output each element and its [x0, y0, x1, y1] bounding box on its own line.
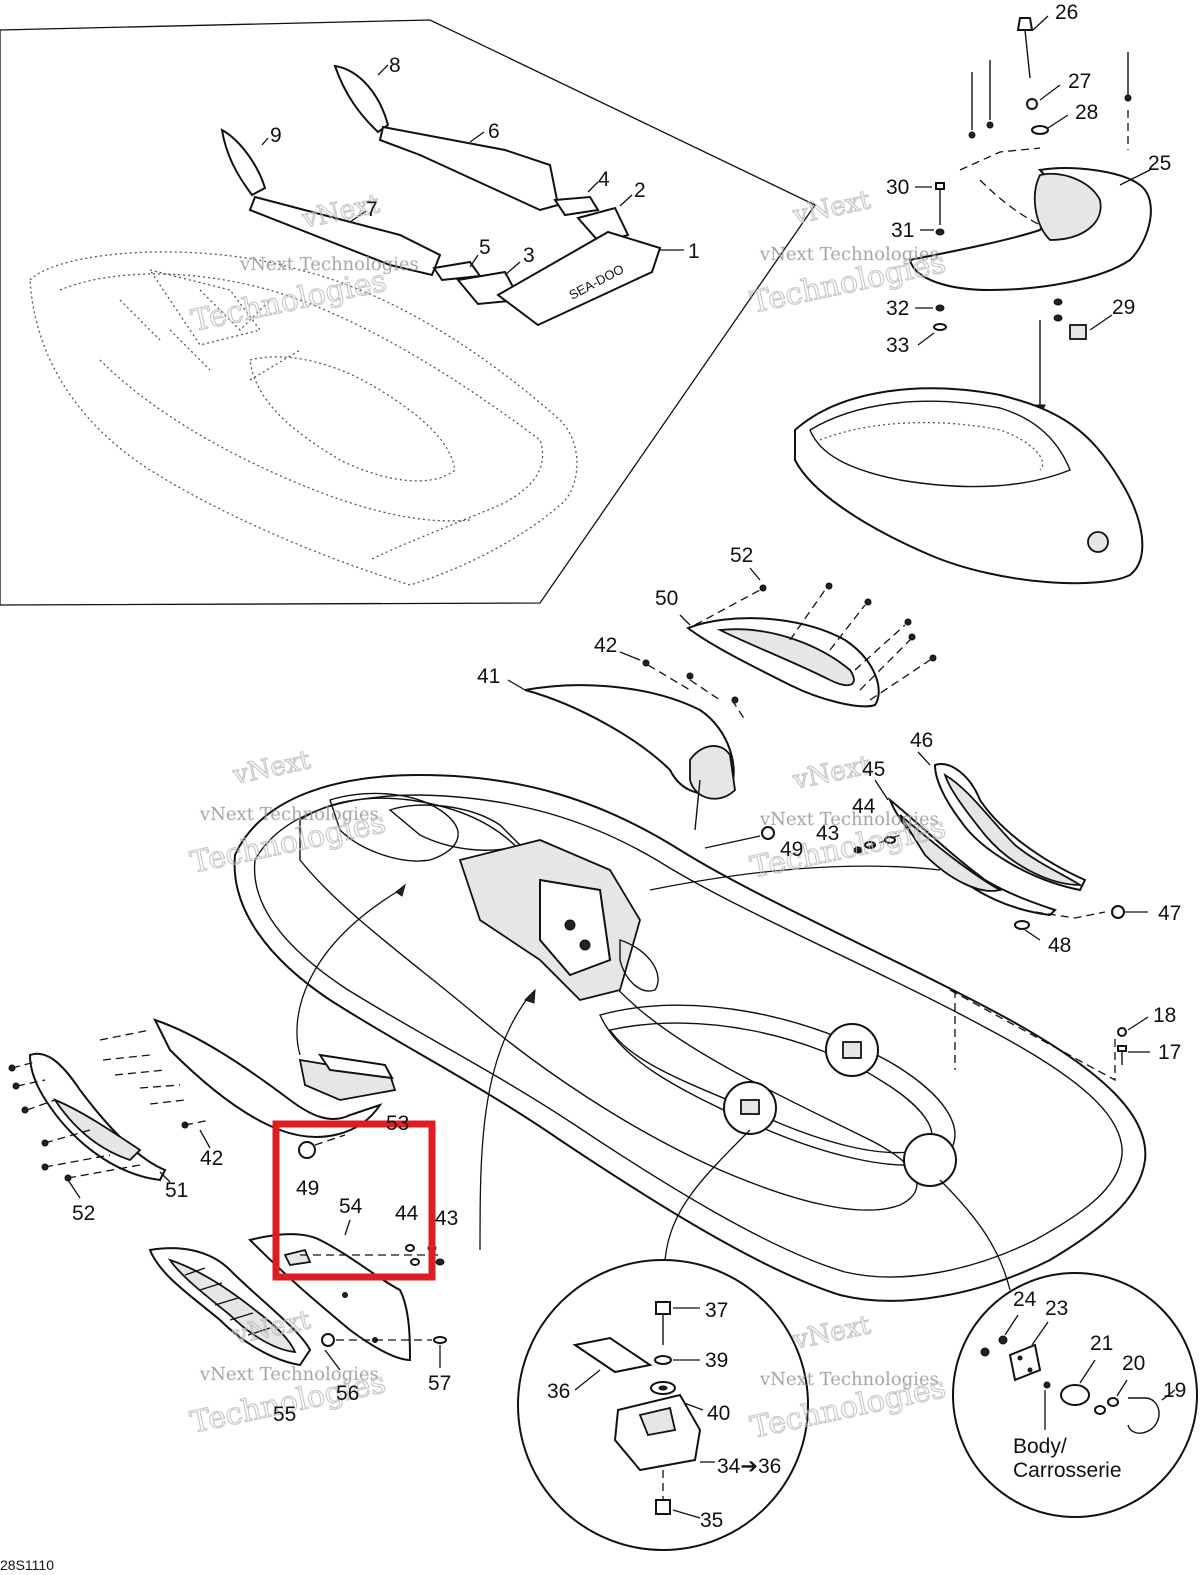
svg-text:vNext Technologies: vNext Technologies — [199, 1364, 379, 1385]
label-part-6: 6 — [488, 120, 500, 143]
svg-text:vNext Technologies: vNext Technologies — [759, 244, 939, 265]
highlight-box — [272, 1120, 436, 1281]
label-part-29: 29 — [1112, 296, 1135, 319]
label-part-4: 4 — [598, 168, 610, 191]
svg-text:vNext: vNext — [790, 185, 874, 231]
mat-7-icon — [248, 195, 442, 277]
mat-inset-panel: SEA-DOO — [0, 19, 816, 606]
label-part-39: 39 — [705, 1349, 728, 1372]
svg-text:vNext Technologies: vNext Technologies — [759, 1369, 939, 1390]
label-part-30: 30 — [886, 176, 909, 199]
label-part-37: 37 — [705, 1299, 728, 1322]
label-part-7: 7 — [366, 198, 378, 221]
detail-circle-latch — [517, 1259, 809, 1551]
label-part-33: 33 — [886, 334, 909, 357]
upper-panels — [507, 567, 1148, 941]
label-part-31: 31 — [891, 219, 914, 242]
label-part-41: 41 — [477, 665, 500, 688]
mat-9-icon — [220, 128, 267, 197]
mat-4-icon — [553, 195, 600, 217]
label-part-27: 27 — [1068, 70, 1091, 93]
svg-text:vNext Technologies: vNext Technologies — [239, 254, 419, 275]
label-part-5: 5 — [479, 236, 491, 259]
mat-8-icon — [333, 64, 390, 134]
label-part-44-bottom: 44 — [395, 1202, 419, 1225]
svg-text:vNext Technologies: vNext Technologies — [199, 804, 379, 825]
detail-circle-hook — [952, 1272, 1198, 1518]
label-part-20: 20 — [1122, 1352, 1145, 1375]
label-part-19: 19 — [1163, 1379, 1186, 1402]
label-part-52-bottom: 52 — [72, 1202, 95, 1225]
label-part-36: 36 — [547, 1380, 570, 1403]
label-part-21: 21 — [1090, 1332, 1113, 1355]
drawing-code: 28S1110 — [0, 1557, 54, 1573]
label-part-18: 18 — [1153, 1004, 1176, 1027]
label-part-47: 47 — [1158, 902, 1181, 925]
label-part-46: 46 — [910, 729, 933, 752]
svg-text:vNext: vNext — [230, 745, 314, 791]
label-part-44-top: 44 — [852, 795, 876, 818]
label-part-35: 35 — [700, 1509, 723, 1532]
mat-6-icon — [378, 125, 560, 212]
label-part-1: 1 — [688, 240, 700, 263]
label-part-24: 24 — [1013, 1288, 1037, 1311]
label-part-23: 23 — [1045, 1297, 1068, 1320]
label-part-57: 57 — [428, 1372, 451, 1395]
label-part-43-bottom: 43 — [435, 1207, 458, 1230]
label-part-9: 9 — [270, 124, 282, 147]
label-part-50: 50 — [655, 587, 678, 610]
label-part-48: 48 — [1048, 934, 1071, 957]
label-part-52-top: 52 — [730, 544, 753, 567]
label-part-25: 25 — [1148, 152, 1171, 175]
label-part-49-bottom: 49 — [296, 1177, 319, 1200]
label-part-56: 56 — [336, 1382, 359, 1405]
label-part-55: 55 — [273, 1403, 296, 1426]
label-part-2: 2 — [634, 179, 646, 202]
label-part-34-36: 34➔36 — [717, 1455, 781, 1478]
svg-text:vNext: vNext — [790, 1310, 874, 1356]
label-part-40: 40 — [707, 1402, 730, 1425]
svg-text:vNext: vNext — [790, 750, 874, 796]
label-part-26: 26 — [1055, 1, 1078, 24]
label-part-8: 8 — [389, 54, 401, 77]
label-part-17: 17 — [1158, 1041, 1181, 1064]
left-panels — [8, 1018, 447, 1371]
label-part-43-top: 43 — [816, 822, 839, 845]
label-part-51: 51 — [165, 1179, 188, 1202]
handle-assembly — [794, 15, 1152, 585]
mat-1-icon — [496, 230, 662, 327]
label-part-45: 45 — [862, 758, 885, 781]
label-part-49-top: 49 — [780, 838, 803, 861]
label-body-fr: Carrosserie — [1013, 1459, 1122, 1482]
label-part-54: 54 — [339, 1195, 363, 1218]
label-part-42-top: 42 — [594, 634, 617, 657]
label-part-53: 53 — [386, 1112, 409, 1135]
svg-text:vNext Technologies: vNext Technologies — [759, 809, 939, 830]
label-body-en: Body/ — [1013, 1435, 1067, 1458]
main-hull — [233, 773, 1150, 1302]
label-part-32: 32 — [886, 297, 909, 320]
label-part-28: 28 — [1075, 101, 1098, 124]
label-part-3: 3 — [523, 244, 535, 267]
label-part-42-bottom: 42 — [200, 1147, 223, 1170]
